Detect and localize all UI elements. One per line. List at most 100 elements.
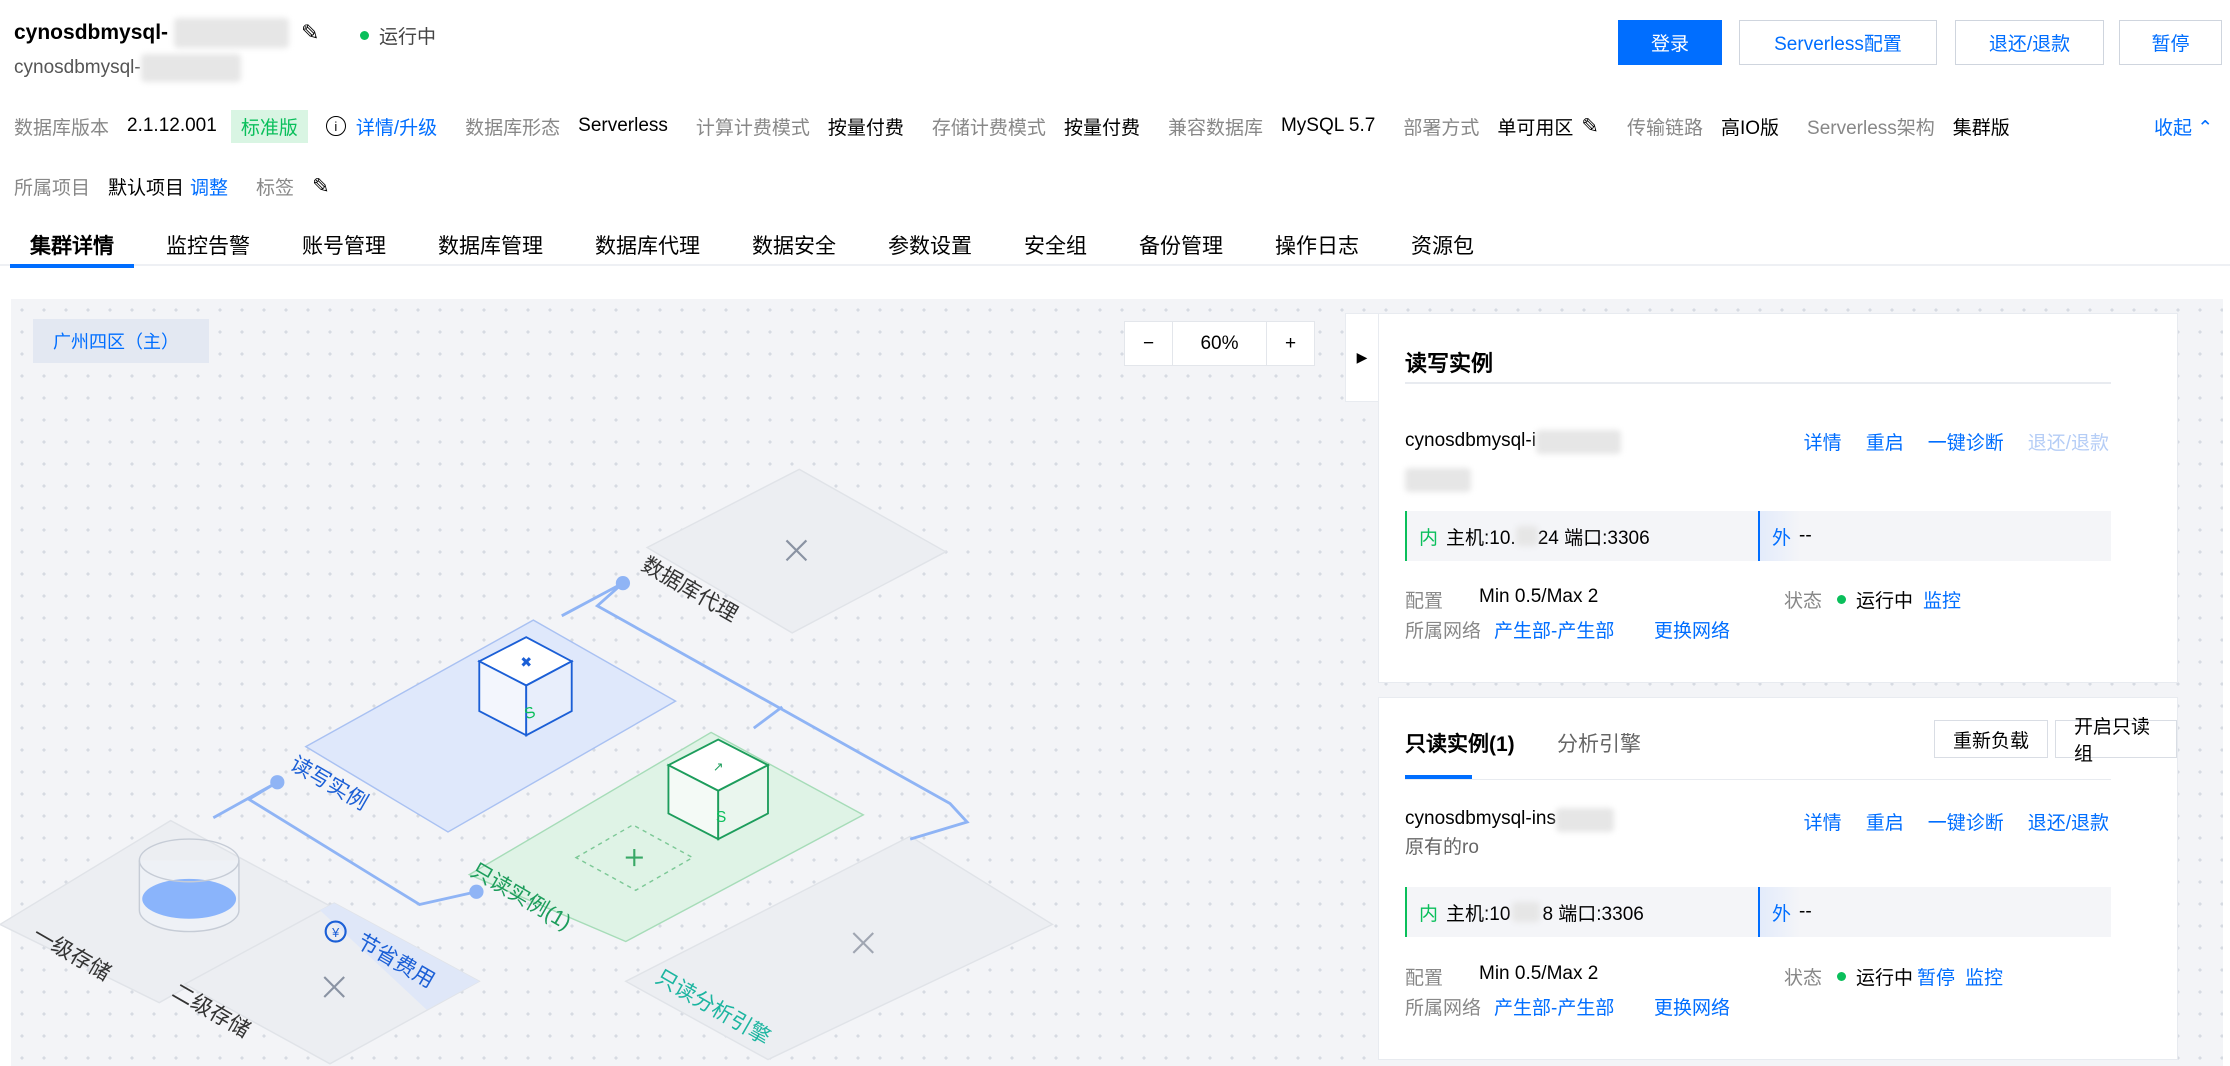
tab-10[interactable]: 资源包 (1411, 235, 1474, 258)
arch-value: 集群版 (1952, 117, 2010, 139)
svg-text:S: S (716, 809, 726, 826)
detail-upgrade-link[interactable]: 详情/升级 (355, 117, 438, 139)
compute-billing-label: 计算计费模式 (695, 117, 810, 139)
collapse-button[interactable]: 收起 ⌃ (2154, 113, 2213, 140)
tab-7[interactable]: 安全组 (1024, 235, 1087, 258)
project-value: 默认项目 (108, 177, 185, 199)
detail-link[interactable]: 详情 (1803, 433, 1842, 454)
tab-4[interactable]: 数据库代理 (595, 235, 700, 258)
rw-instance-panel: 读写实例 cynosdbmysql-i 详情 重启 一键诊断 退还/退款 内主机… (1378, 313, 2178, 683)
serverless-config-button[interactable]: Serverless配置 (1739, 20, 1937, 65)
analysis-tile[interactable] (624, 835, 1054, 1061)
outer-tag: 外 (1772, 903, 1792, 925)
change-network-link[interactable]: 更换网络 (1654, 621, 1731, 642)
rw-instance-id[interactable]: cynosdbmysql-i (1405, 430, 1621, 454)
link-value: 高IO版 (1720, 117, 1780, 139)
zoom-in-button[interactable]: + (1266, 322, 1314, 365)
detail-link[interactable]: 详情 (1803, 813, 1842, 834)
tab-3[interactable]: 数据库管理 (438, 235, 543, 258)
rw-tile[interactable] (304, 619, 677, 833)
tab-ro-instances[interactable]: 只读实例(1) (1405, 733, 1515, 756)
ro-instance-cube[interactable]: ↗ S (666, 738, 771, 841)
state-label: 状态 (1784, 591, 1823, 612)
cluster-status: 运行中 (360, 22, 436, 49)
edit-name-icon[interactable]: ✎ (301, 20, 320, 45)
svg-text:S: S (522, 704, 538, 724)
adjust-project-link[interactable]: 调整 (190, 177, 229, 199)
redacted-remark (1405, 468, 1471, 492)
diagnose-link[interactable]: 一键诊断 (1927, 433, 2004, 454)
inner-host: 主机:10. (1446, 527, 1516, 549)
rw-instance-cube[interactable]: ✖ S (477, 636, 574, 737)
empty-slot-icon (785, 539, 808, 562)
tab-2[interactable]: 账号管理 (302, 235, 386, 258)
compute-billing-value: 按量付费 (827, 117, 904, 139)
change-network-link[interactable]: 更换网络 (1654, 998, 1731, 1019)
monitor-link[interactable]: 监控 (1965, 968, 2004, 989)
rw-address: 内主机:10.24 端口:3306 外-- (1405, 511, 2111, 561)
refund-button[interactable]: 退还/退款 (1955, 20, 2104, 65)
collapse-label: 收起 (2154, 117, 2193, 139)
refund-link[interactable]: 退还/退款 (2027, 813, 2109, 834)
save-cost-area (319, 903, 480, 1010)
tab-analysis-engine[interactable]: 分析引擎 (1557, 733, 1641, 756)
project-label: 所属项目 (14, 177, 91, 199)
pause-link[interactable]: 暂停 (1917, 968, 1956, 989)
login-button[interactable]: 登录 (1618, 20, 1722, 65)
compat-label: 兼容数据库 (1167, 117, 1263, 139)
restart-link[interactable]: 重启 (1865, 433, 1904, 454)
ro-instance-panel: 只读实例(1) 分析引擎 重新负载 开启只读组 cynosdbmysql-ins… (1378, 697, 2178, 1060)
inner-port: 24 端口:3306 (1537, 527, 1650, 549)
svg-text:↗: ↗ (713, 759, 724, 774)
diagnose-link[interactable]: 一键诊断 (1927, 813, 2004, 834)
instance-id-text: cynosdbmysql-i (1405, 430, 1536, 451)
tab-5[interactable]: 数据安全 (752, 235, 836, 258)
topology-links (212, 581, 970, 907)
zoom-level: 60% (1200, 332, 1239, 354)
link-label: 传输链路 (1626, 117, 1703, 139)
tags-label: 标签 (256, 177, 295, 199)
tab-6[interactable]: 参数设置 (888, 235, 972, 258)
inner-tag: 内 (1419, 903, 1439, 925)
outer-value: -- (1799, 901, 1812, 922)
instance-id-text: cynosdbmysql-ins (1405, 808, 1556, 829)
ro-add-slot[interactable] (574, 824, 695, 892)
network-link[interactable]: 产生部-产生部 (1494, 621, 1615, 642)
redacted-id (1556, 808, 1614, 832)
redacted-ip (1515, 526, 1538, 546)
tab-1[interactable]: 监控告警 (166, 235, 250, 258)
info-icon: i (325, 116, 346, 136)
zoom-control: − 60% + (1124, 321, 1315, 366)
tab-9[interactable]: 操作日志 (1275, 235, 1359, 258)
redacted-ip (1512, 902, 1541, 922)
tab-8[interactable]: 备份管理 (1139, 235, 1223, 258)
network-link[interactable]: 产生部-产生部 (1494, 998, 1615, 1019)
redacted-id (174, 18, 290, 48)
cluster-id: cynosdbmysql- (14, 54, 241, 82)
redacted-id (1535, 430, 1621, 454)
inner-host: 主机:10 (1446, 903, 1511, 925)
empty-slot-icon (852, 932, 874, 954)
arch-label: Serverless架构 (1807, 117, 1935, 139)
compat-value: MySQL 5.7 (1280, 115, 1376, 136)
edit-deploy-icon[interactable]: ✎ (1581, 114, 1599, 138)
open-ro-group-button[interactable]: 开启只读组 (2055, 717, 2177, 765)
status-dot-icon (1837, 972, 1846, 981)
refund-link: 退还/退款 (2027, 433, 2109, 454)
reload-button[interactable]: 重新负载 (1934, 720, 2049, 758)
edit-tags-icon[interactable]: ✎ (312, 174, 330, 198)
save-cost-icon (324, 920, 347, 943)
form-value: Serverless (578, 115, 668, 136)
tab-0[interactable]: 集群详情 (10, 226, 134, 268)
pause-button[interactable]: 暂停 (2119, 20, 2222, 65)
zoom-out-button[interactable]: − (1125, 322, 1173, 365)
edition-badge: 标准版 (230, 109, 308, 143)
monitor-link[interactable]: 监控 (1923, 591, 1962, 612)
ro-instance-id[interactable]: cynosdbmysql-ins (1405, 808, 1614, 832)
project-row: 所属项目 默认项目 调整 标签 ✎ (14, 170, 2230, 202)
panel-toggle-icon[interactable]: ▶ (1345, 313, 1379, 402)
restart-link[interactable]: 重启 (1865, 813, 1904, 834)
outer-value: -- (1799, 525, 1812, 546)
outer-tag: 外 (1772, 527, 1792, 549)
info-row: 数据库版本 2.1.12.001 标准版 i 详情/升级 数据库形态 Serve… (14, 109, 2230, 143)
